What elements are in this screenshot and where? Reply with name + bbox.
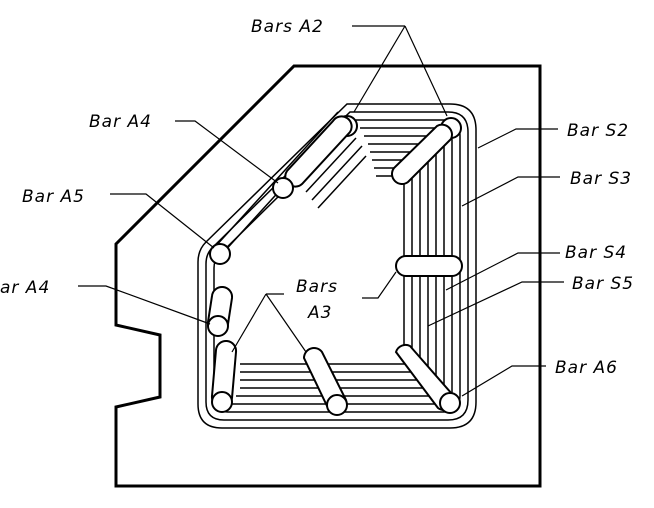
leader-bar-a6 [461, 365, 546, 397]
leader-bar-a4-left [78, 285, 211, 325]
bar-s4-horizontal [395, 255, 463, 277]
leader-bar-a4-top [175, 120, 279, 184]
leader-bars-a3-label-hook [362, 271, 397, 299]
leader-bars-a3 [231, 293, 307, 353]
label-bar-s4: Bar S4 [565, 243, 627, 263]
label-bar-s2: Bar S2 [567, 121, 629, 141]
bar-a6 [439, 392, 461, 414]
label-bar-s3: Bar S3 [570, 169, 632, 189]
label-bar-a6: Bar A6 [555, 358, 618, 378]
bar-bottom-middle [326, 394, 348, 416]
label-bar-a4-top: Bar A4 [89, 112, 152, 132]
stirrup-s2 [197, 103, 477, 429]
stirrup-inner-4 [240, 167, 413, 365]
bar-bottom-left-corner [211, 391, 233, 413]
bar-a4-top-slanted [284, 115, 353, 188]
leader-bar-s2 [477, 128, 558, 149]
labels: Bars A2 Bar A4 Bar A5 ar A4 Bars A3 Bar … [0, 17, 634, 378]
leader-lines [78, 25, 564, 397]
stirrup-s2-inner-edge [205, 111, 469, 421]
label-bars-a3-line1: Bars [296, 277, 338, 297]
label-bars-a3-line2: A3 [307, 303, 332, 323]
concrete-section-outline [114, 64, 542, 488]
label-bars-a2: Bars A2 [251, 17, 324, 37]
leader-bar-a5 [110, 193, 215, 249]
stirrup-inner-3 [240, 159, 421, 373]
diagonal-link-6 [317, 155, 367, 209]
bar-a5 [209, 243, 231, 265]
leader-bars-a2 [352, 25, 448, 117]
leader-bar-s5 [427, 281, 564, 327]
leader-bar-s3 [461, 176, 560, 207]
label-bar-a4-left: ar A4 [0, 278, 50, 298]
diagonal-link-4 [305, 137, 357, 193]
bar-top-right-slanted [391, 123, 453, 185]
reinforcing-bars [206, 115, 463, 416]
label-bar-s5: Bar S5 [572, 274, 634, 294]
diagonal-link-5 [311, 145, 363, 201]
bar-a4-left [207, 315, 229, 337]
label-bar-a5: Bar A5 [22, 187, 85, 207]
leader-bar-s4 [445, 252, 560, 291]
